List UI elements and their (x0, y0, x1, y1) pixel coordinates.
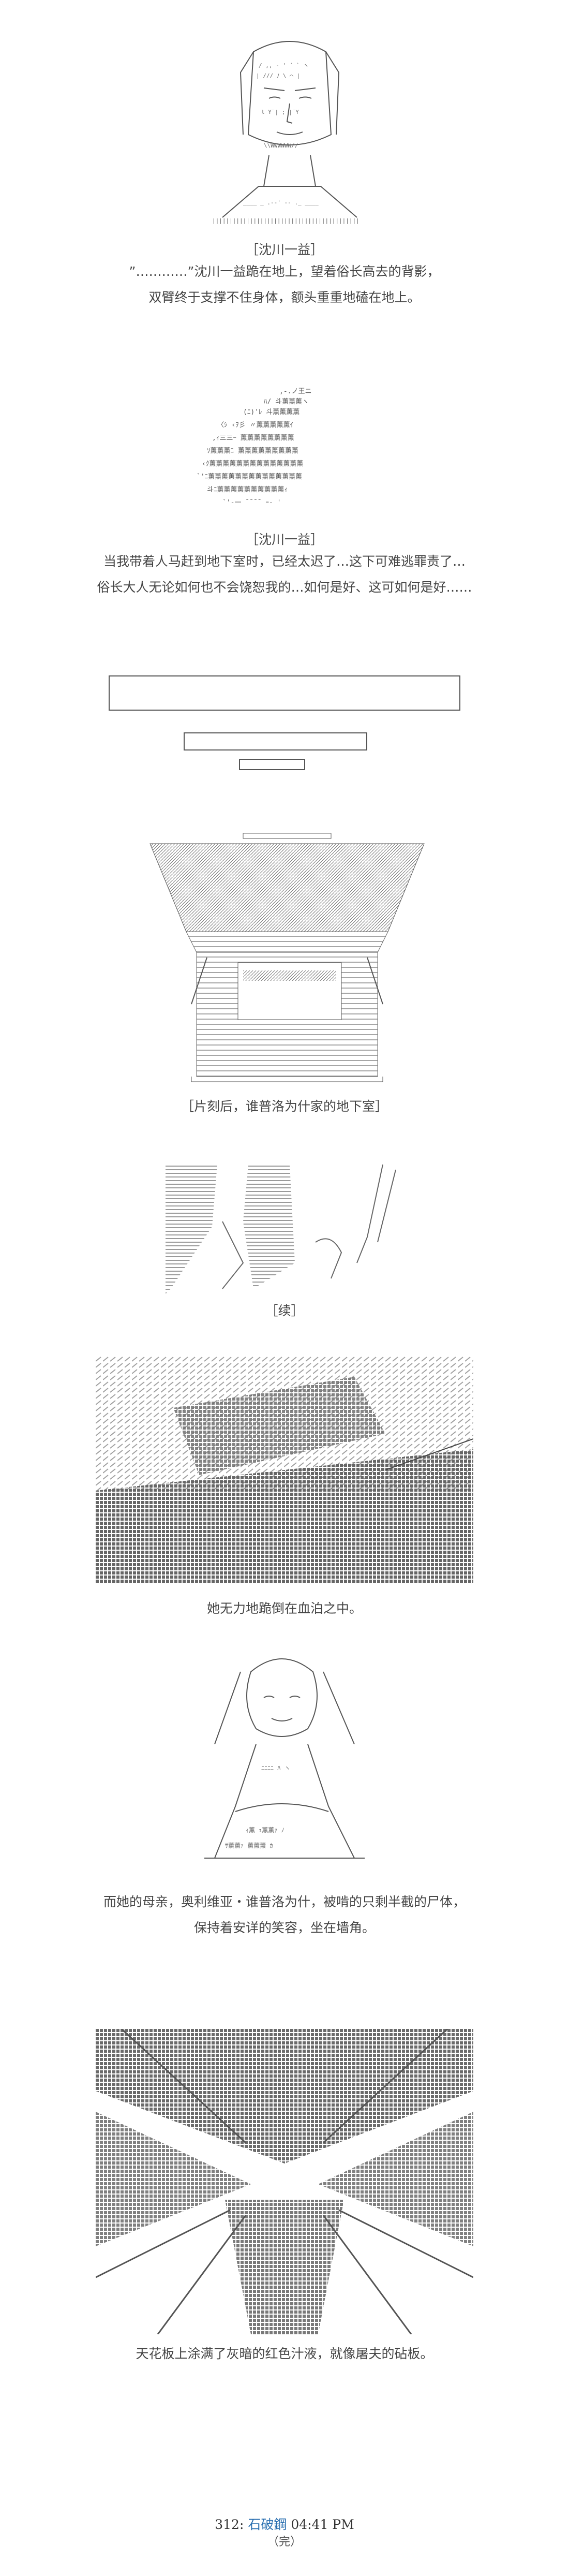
scene-break-box-large (109, 675, 460, 711)
svg-text:`'ﾆ薰薰薰薰薰薰薰薰薰薰薰薰薰薰: `'ﾆ薰薰薰薰薰薰薰薰薰薰薰薰薰薰 (197, 473, 302, 481)
svg-text:____ _ .-‐' ‐- ._ ____: ____ _ .-‐' ‐- ._ ____ (243, 199, 319, 206)
scene6-line-1: 而她的母亲，奥利维亚・谁普洛为什，被啃的只剩半截的尸体， (103, 1894, 466, 1909)
ascii-art-kneeling-man: / ,, - ' ´ ` ヽ | /// ﾉ \ ⌒ | l Y¨| ; |¨Y… (212, 41, 360, 224)
scene1-line-2: 双臂终于支撑不住身体，额头重重地磕在地上。 (148, 290, 421, 305)
scene2-caption: ［沈川一益］ (245, 532, 323, 547)
scene5-caption: 她无力地跪倒在血泊之中。 (206, 1601, 362, 1616)
scene2-line-2: 俗长大人无论如何也不会饶恕我的…如何是好、这可如何是好…… (97, 580, 472, 595)
end-note: （完） (267, 2536, 302, 2549)
svg-text:l Y¨| ; |¨Y: l Y¨| ; |¨Y (261, 109, 299, 115)
scene-break-box-medium (184, 732, 367, 750)
svg-text:,-.ノ王ニ: ,-.ノ王ニ (279, 388, 311, 395)
ascii-art-mother-corpse: ﾆﾆﾆﾆ ﾊ ヽ ｨ薰 ｪ薰薰ｧ ﾉ ｻ薰薰ｧ 薰薰薰 ｶ (204, 1658, 365, 1859)
scene-break-box-small (239, 759, 305, 770)
svg-text:`'‐一 ¯¯¯¯ ｰ‐ ': `'‐一 ¯¯¯¯ ｰ‐ ' (222, 499, 281, 507)
scene6-text: 而她的母亲，奥利维亚・谁普洛为什，被啃的只剩半截的尸体， 保持着安详的笑容，坐在… (0, 1889, 569, 1941)
svg-text:/ ,, - ' ´ ` ヽ: / ,, - ' ´ ` ヽ (259, 62, 309, 69)
ascii-art-fragment (166, 1164, 396, 1294)
svg-text:ﾆﾆﾆﾆ ﾊ ヽ: ﾆﾆﾆﾆ ﾊ ヽ (261, 1764, 290, 1772)
scene1-text: ”…………”沈川一益跪在地上，望着俗长高去的背影， 双臂终于支撑不住身体，额头重… (0, 259, 569, 311)
ascii-art-blood-pool (96, 1356, 473, 1584)
svg-text:‹ｸ薰薰薰薰薰薰薰薰薰薰薰薰薰薰: ‹ｸ薰薰薰薰薰薰薰薰薰薰薰薰薰薰 (202, 460, 303, 468)
ascii-art-stained-ceiling (96, 2029, 473, 2334)
post-time: 04:41 PM (291, 2517, 354, 2532)
svg-text:ｻ薰薰ｧ 薰薰薰 ｶ: ｻ薰薰ｧ 薰薰薰 ｶ (225, 1842, 273, 1849)
scene4-caption: ［续］ (265, 1303, 304, 1318)
scene1-line-1: ”…………”沈川一益跪在地上，望着俗长高去的背影， (129, 264, 440, 279)
scene6-line-2: 保持着安详的笑容，坐在墙角。 (193, 1920, 375, 1935)
post-footer: 312: 石破鋼 04:41 PM (0, 2514, 569, 2533)
svg-text:(ﾆ)'ﾚ 斗薰薰薰薰: (ﾆ)'ﾚ 斗薰薰薰薰 (243, 408, 300, 416)
author-link[interactable]: 石破鋼 (248, 2517, 287, 2532)
svg-text:ｿ薰薰薰ﾆ 薰薰薰薰薰薰薰薰薰: ｿ薰薰薰ﾆ 薰薰薰薰薰薰薰薰薰 (207, 447, 298, 455)
scene1-caption: ［沈川一益］ (245, 242, 323, 257)
svg-text:\\WWWWWW//: \\WWWWWW// (264, 142, 298, 149)
ascii-art-basement-stairs (149, 833, 425, 1082)
svg-text:斗ﾆ薰薰薰薰薰薰薰薰薰薰ｨ: 斗ﾆ薰薰薰薰薰薰薰薰薰薰ｨ (207, 486, 288, 494)
post-number: 312: (215, 2517, 244, 2532)
svg-text:| /// ﾉ \ ⌒ |: | /// ﾉ \ ⌒ | (256, 72, 300, 79)
scene2-line-1: 当我带着人马赶到地下室时，已经太迟了…这下可难逃罪责了… (103, 554, 466, 569)
svg-text:ﾊ/ 斗薰薰薰ヽ: ﾊ/ 斗薰薰薰ヽ (264, 398, 309, 406)
scene3-caption: ［片刻后，谁普洛为什家的地下室］ (181, 1099, 388, 1114)
svg-text:ｨ薰 ｪ薰薰ｧ ﾉ: ｨ薰 ｪ薰薰ｧ ﾉ (246, 1827, 284, 1834)
svg-text:,ｨ三三ｰ 薰薰薰薰薰薰薰薰: ,ｨ三三ｰ 薰薰薰薰薰薰薰薰 (212, 434, 294, 442)
scene7-caption: 天花板上涂满了灰暗的红色汁液，就像屠夫的砧板。 (136, 2346, 433, 2361)
svg-text:〈ｼ ‹ｦ彡 〃薰薰薰薰薰ｲ: 〈ｼ ‹ｦ彡 〃薰薰薰薰薰ｲ (217, 421, 293, 429)
ascii-art-prostrating-figure: ,-.ノ王ニ ﾊ/ 斗薰薰薰ヽ (ﾆ)'ﾚ 斗薰薰薰薰 〈ｼ ‹ｦ彡 〃薰薰薰薰… (197, 388, 311, 507)
scene2-text: 当我带着人马赶到地下室时，已经太迟了…这下可难逃罪责了… 俗长大人无论如何也不会… (0, 549, 569, 600)
svg-text:||||||||||||||||||||||||||||||: ||||||||||||||||||||||||||||||||||||||||… (212, 217, 360, 224)
